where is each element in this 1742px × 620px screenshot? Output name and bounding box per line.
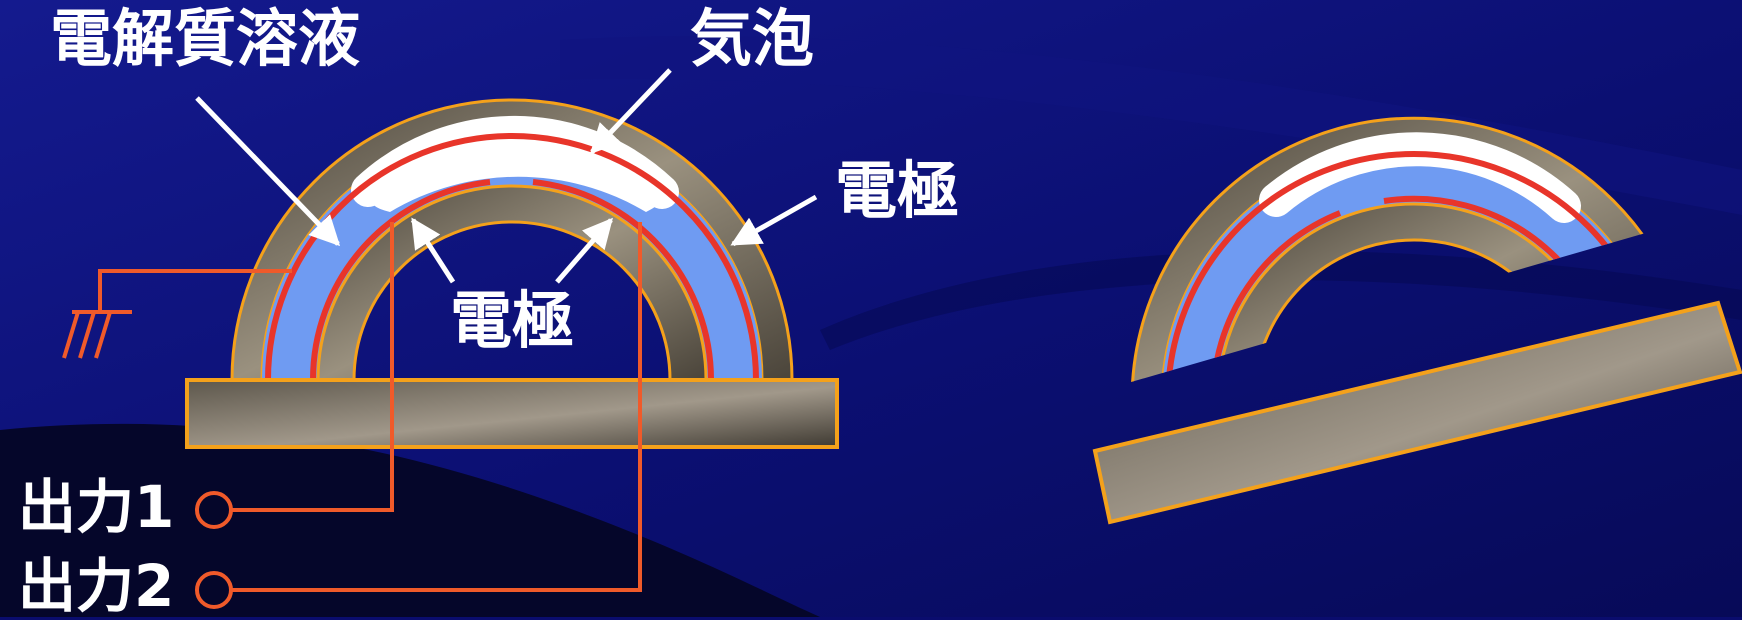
terminal-output2-icon <box>195 571 233 609</box>
label-output2: 出力2 <box>18 552 175 620</box>
arrow-electrolyte <box>195 96 341 247</box>
arrow-electrode-outer <box>730 194 818 247</box>
label-electrode-outer: 電極 <box>835 154 960 227</box>
arrow-electrode-inner-left <box>410 217 456 284</box>
terminal-output1-icon <box>195 491 233 529</box>
base-plate-level <box>185 378 839 449</box>
ground-wire <box>98 269 292 312</box>
label-electrode-inner: 電極 <box>450 284 575 357</box>
arrow-electrode-inner-right <box>555 217 613 284</box>
outer-electrode <box>265 133 759 381</box>
label-electrolyte: 電解質溶液 <box>50 2 361 75</box>
label-output1: 出力1 <box>18 473 175 541</box>
inner-electrode-right <box>532 179 714 381</box>
label-bubble: 気泡 <box>690 2 815 75</box>
background-light-band <box>560 36 1742 215</box>
arrow-bubble <box>589 68 672 155</box>
base-plate-tilted <box>1092 300 1742 525</box>
ground-symbol-icon <box>62 310 132 359</box>
inner-electrode-left <box>309 179 491 381</box>
output2-wire <box>232 222 642 592</box>
background-dark-swoosh <box>0 423 820 617</box>
background-dark-band <box>820 250 1742 350</box>
callout-arrows <box>195 68 818 284</box>
output1-wire <box>232 222 394 512</box>
wiring <box>98 222 642 592</box>
